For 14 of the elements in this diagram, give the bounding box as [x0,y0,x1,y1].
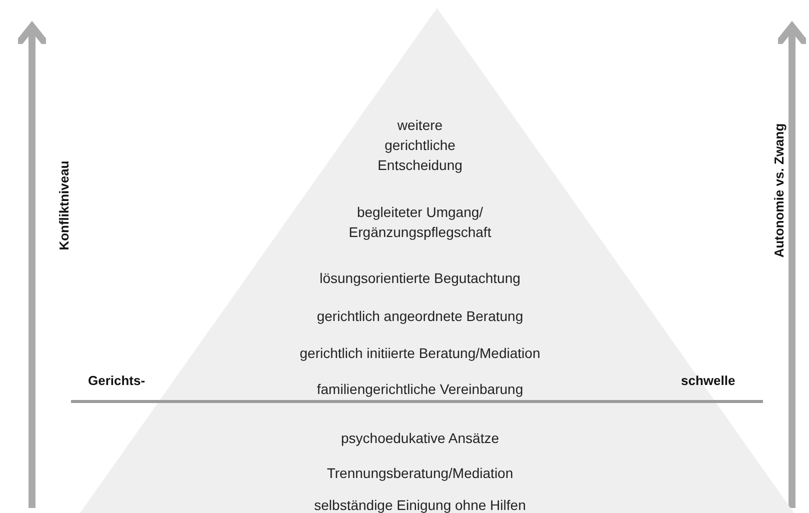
axis-label: Autonomie vs. Zwang [772,122,787,258]
level-text: psychoedukative Ansätze [340,429,500,448]
level-text: Trennungsberatung/Mediation [326,464,514,483]
axis-label: Konfliktniveau [56,160,72,250]
threshold-label: Gerichts- [88,373,146,388]
level-text: selbständige Einigung ohne Hilfen [313,496,527,513]
level-text: lösungsorientierte Begutachtung [318,269,522,288]
level-text: begleiteter Umgang/ Ergänzungspflegschaft [348,203,492,242]
level-text: gerichtlich initiierte Beratung/Mediation [298,344,542,363]
threshold-label: schwelle [681,373,736,388]
level-text: gerichtlich angeordnete Beratung [316,307,524,326]
level-text: familiengerichtliche Vereinbarung [316,380,524,399]
pyramid [80,8,794,513]
level-text: weitere gerichtliche Entscheidung [376,116,464,175]
